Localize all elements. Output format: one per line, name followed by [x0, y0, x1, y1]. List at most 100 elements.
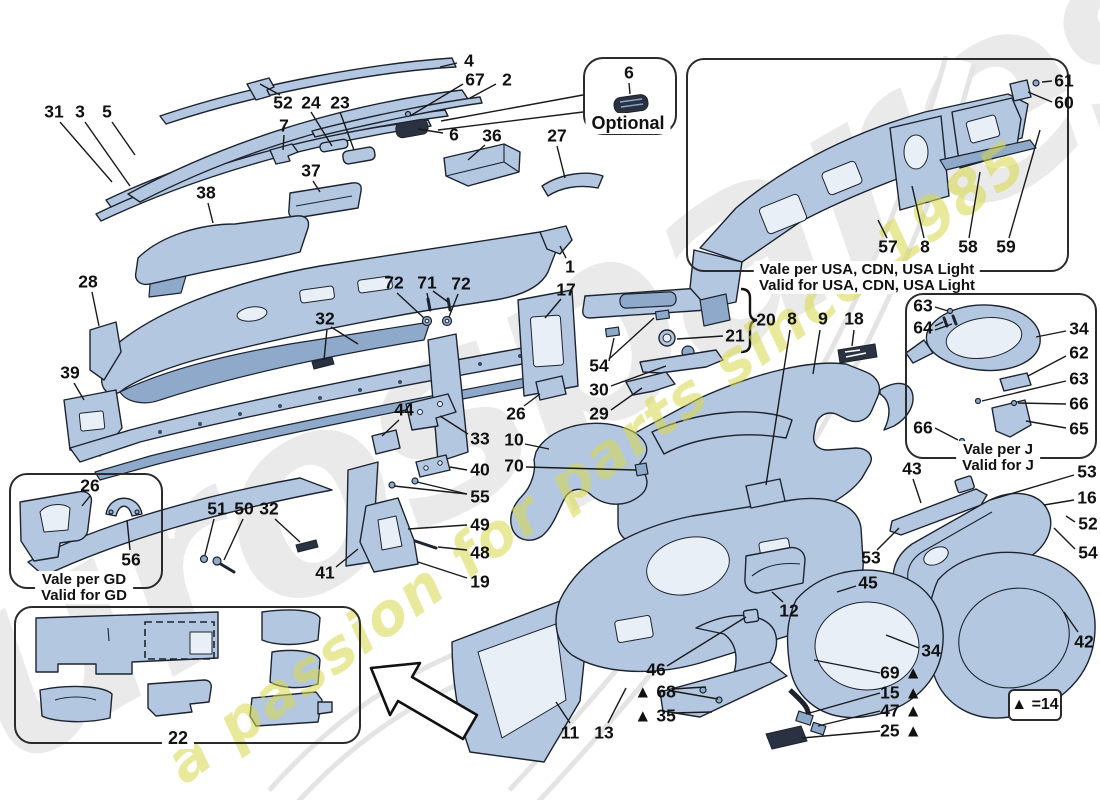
- insulation-block-a: [261, 609, 321, 646]
- bracket-60: [1009, 79, 1032, 102]
- leader-line-67: [409, 83, 464, 117]
- usa-box: [686, 58, 1069, 272]
- leader-line-29: [610, 387, 643, 411]
- leader-line-43: [912, 478, 922, 504]
- leader-line-51: [204, 518, 215, 556]
- leader-line-32: [274, 518, 301, 543]
- leader-line-32: [330, 326, 359, 345]
- usa-box-label-line2: Valid for USA, CDN, USA Light: [752, 277, 982, 295]
- bracket-26-beam: [535, 375, 567, 401]
- group-20-brace: [740, 287, 758, 354]
- leader-line-23: [339, 111, 355, 151]
- sill-bracket-68: [659, 661, 788, 718]
- leader-line-54: [608, 317, 655, 360]
- leader-line-66: [934, 427, 959, 441]
- shell-end-bracket: [539, 225, 573, 255]
- leader-line-47: [817, 710, 881, 727]
- screw-63-mid: [974, 397, 982, 405]
- leader-line-58: [968, 171, 981, 239]
- leader-line-44: [381, 419, 400, 437]
- leader-line-63: [934, 306, 949, 312]
- leader-line-49: [407, 524, 468, 530]
- leader-line-71: [426, 292, 430, 304]
- leader-line-50: [223, 518, 244, 561]
- leader-line-62: [1027, 355, 1067, 377]
- leader-line-13: [607, 687, 627, 724]
- leader-line-21: [676, 335, 724, 340]
- leader-line-19: [417, 561, 468, 579]
- clip-46: [742, 608, 760, 624]
- bracket-33: [405, 393, 457, 431]
- leader-line-46: [666, 616, 747, 667]
- leader-line-38: [207, 202, 214, 224]
- leader-line-40: [449, 466, 468, 471]
- leader-line-25: [801, 730, 881, 739]
- clip-54a: [604, 326, 621, 338]
- speaker-grille-6: [395, 118, 429, 139]
- pad-23: [342, 146, 376, 165]
- leader-line-26: [523, 393, 541, 407]
- gd-box-label-line2: Valid for GD: [35, 587, 133, 605]
- leader-line-63: [981, 380, 1067, 402]
- leader-line-10: [524, 443, 550, 450]
- bracket-7: [269, 143, 299, 165]
- bracket-65: [991, 399, 1032, 438]
- bracket-44: [371, 429, 401, 455]
- leader-line-52: [1065, 515, 1076, 523]
- wedge-25: [765, 725, 808, 750]
- leader-line-2: [469, 83, 497, 99]
- leader-line-4: [439, 62, 458, 68]
- direction-arrow: [369, 661, 479, 741]
- gd-box-label-line1: Vale per GD: [35, 571, 133, 589]
- screw-55b: [411, 477, 419, 485]
- leader-line-68: [671, 686, 707, 690]
- leader-line-71: [432, 290, 449, 303]
- leader-line-17: [544, 298, 562, 319]
- leader-line-64: [934, 321, 944, 327]
- leader-line-35: [671, 711, 713, 714]
- leader-line-53: [876, 527, 900, 551]
- leader-line-59: [1008, 129, 1041, 239]
- leader-line-31: [59, 121, 113, 183]
- leader-line-39: [73, 382, 85, 401]
- leader-line-48: [437, 546, 468, 551]
- gd-handle-56: [105, 497, 143, 517]
- leader-line-41: [335, 548, 359, 568]
- leader-line-57: [877, 219, 888, 239]
- leader-line-52: [259, 83, 281, 96]
- upper-dash-shell-flange: [119, 321, 431, 404]
- screw-66-right: [1010, 399, 1018, 407]
- upper-dash-shell-1: [101, 230, 560, 395]
- leader-line-27: [556, 145, 566, 179]
- leader-line-26: [81, 495, 91, 507]
- leader-line-42: [1063, 611, 1079, 633]
- leader-line-54: [608, 337, 615, 362]
- pod-12: [744, 546, 806, 594]
- leader-line-56: [126, 519, 131, 551]
- j-box: [905, 293, 1097, 459]
- leader-line-36: [467, 144, 486, 161]
- bolt-61: [1032, 79, 1040, 87]
- top-cover-38: [134, 215, 310, 286]
- insulation-block-b: [269, 649, 321, 689]
- insulation-box-label: 22: [161, 728, 195, 749]
- leader-line-30: [610, 365, 667, 387]
- leader-line-65: [1025, 420, 1067, 429]
- bracket-40: [415, 454, 451, 478]
- leader-line-1: [559, 245, 567, 259]
- leader-line-28: [91, 291, 100, 327]
- airbag-badge-18: [837, 343, 878, 364]
- triangle-legend-label: ▲ =14: [1011, 696, 1059, 713]
- strip-32a: [311, 356, 335, 370]
- screw-55a: [388, 481, 396, 489]
- leader-line-8: [911, 185, 925, 239]
- bracket-52: [246, 77, 275, 101]
- triangle-legend-box: ▲ =14: [1008, 689, 1062, 721]
- leader-line-24: [310, 111, 333, 147]
- usa-box-label-line1: Vale per USA, CDN, USA Light: [753, 261, 981, 279]
- leader-line-72: [396, 292, 425, 319]
- j-box-label-line1: Vale per J: [956, 441, 1040, 459]
- leader-line-45: [836, 585, 857, 593]
- leader-line-64: [934, 323, 953, 331]
- leader-line-60: [1027, 91, 1053, 103]
